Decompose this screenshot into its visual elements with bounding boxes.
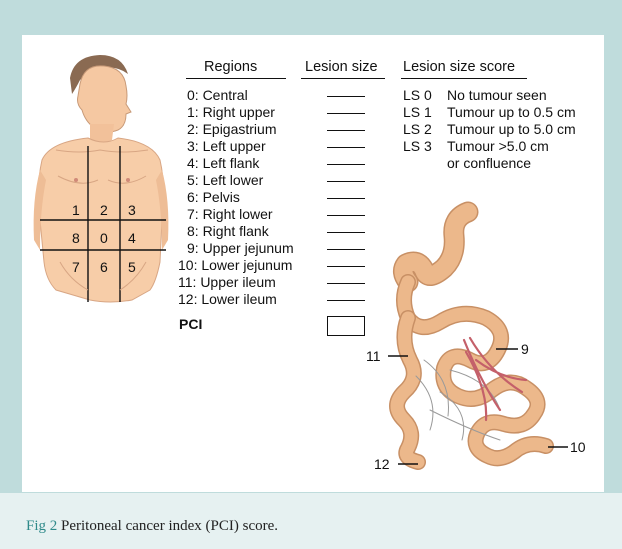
intestine-label-11: 11 [366, 348, 381, 364]
figure-caption: Fig 2 Peritoneal cancer index (PCI) scor… [26, 518, 278, 535]
intestine-label-9: 9 [521, 341, 529, 357]
intestine-label-12: 12 [374, 456, 390, 472]
figure-number: Fig 2 [26, 518, 57, 534]
figure-caption-text: Peritoneal cancer index (PCI) score. [61, 518, 278, 534]
intestine-label-10: 10 [570, 439, 586, 455]
